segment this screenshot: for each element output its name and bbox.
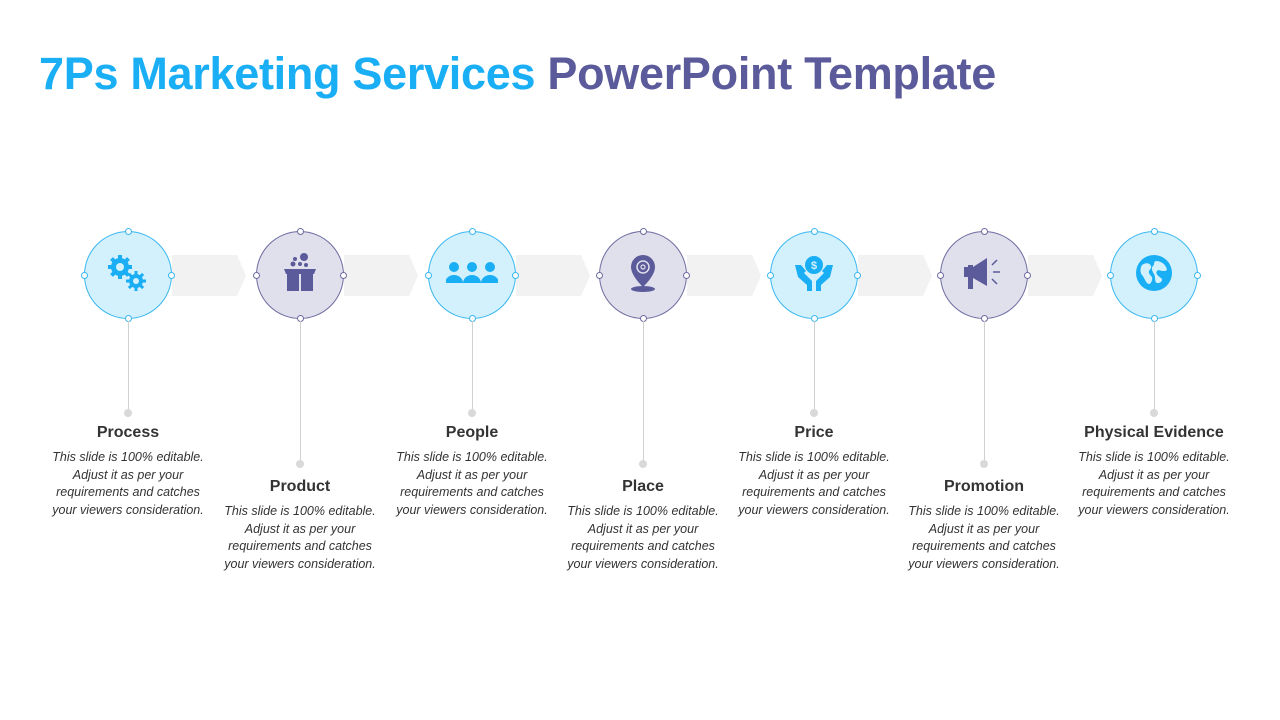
handle (1107, 272, 1114, 279)
location-pin-icon (627, 253, 659, 298)
connector-arrow (1028, 255, 1102, 296)
slide-title: 7Ps Marketing Services PowerPoint Templa… (39, 48, 996, 99)
step-circle-2 (253, 228, 347, 322)
connector-line (643, 321, 644, 464)
connector-dot (124, 409, 132, 417)
step-description: This slide is 100% editable. Adjust it a… (908, 504, 1060, 571)
step-text: Promotion This slide is 100% editable. A… (899, 478, 1069, 573)
handle (981, 228, 988, 235)
handle (767, 272, 774, 279)
step-title: Physical Evidence (1084, 424, 1224, 441)
handle (297, 228, 304, 235)
step-text: Place This slide is 100% editable. Adjus… (558, 478, 728, 573)
step-circle-3 (425, 228, 519, 322)
connector-arrow (516, 255, 590, 296)
globe-icon (1134, 253, 1174, 298)
handle (811, 228, 818, 235)
handle (596, 272, 603, 279)
step-title: People (445, 424, 499, 441)
handle (854, 272, 861, 279)
handle (512, 272, 519, 279)
hands-dollar-icon: $ (792, 253, 836, 298)
step-circle-1 (81, 228, 175, 322)
step-title: Product (269, 478, 331, 495)
connector-arrow (858, 255, 932, 296)
step-circle-7 (1107, 228, 1201, 322)
connector-line (814, 321, 815, 413)
handle (253, 272, 260, 279)
connector-line (300, 321, 301, 464)
handle (340, 272, 347, 279)
people-icon (445, 261, 499, 290)
connector-line (128, 321, 129, 413)
handle (81, 272, 88, 279)
connector-line (1154, 321, 1155, 413)
connector-dot (639, 460, 647, 468)
handle (640, 228, 647, 235)
megaphone-icon (962, 255, 1006, 296)
step-text: Process This slide is 100% editable. Adj… (43, 424, 213, 519)
step-circle-5: $ (767, 228, 861, 322)
handle (683, 272, 690, 279)
handle (469, 228, 476, 235)
step-text: Product This slide is 100% editable. Adj… (215, 478, 385, 573)
handle (1194, 272, 1201, 279)
step-text: Physical Evidence This slide is 100% edi… (1069, 424, 1239, 519)
step-description: This slide is 100% editable. Adjust it a… (567, 504, 719, 571)
step-title: Process (96, 424, 160, 441)
step-description: This slide is 100% editable. Adjust it a… (52, 450, 204, 517)
step-text: Price This slide is 100% editable. Adjus… (729, 424, 899, 519)
handle (1024, 272, 1031, 279)
box-icon (282, 252, 318, 298)
step-circle-4 (596, 228, 690, 322)
connector-line (984, 321, 985, 464)
step-circle-6 (937, 228, 1031, 322)
handle (425, 272, 432, 279)
connector-arrow (172, 255, 246, 296)
step-text: People This slide is 100% editable. Adju… (387, 424, 557, 519)
handle (125, 228, 132, 235)
step-title: Place (622, 478, 664, 495)
handle (937, 272, 944, 279)
step-description: This slide is 100% editable. Adjust it a… (1078, 450, 1230, 517)
connector-arrow (687, 255, 761, 296)
connector-line (472, 321, 473, 413)
connector-dot (980, 460, 988, 468)
step-title: Promotion (944, 478, 1024, 495)
step-title: Price (794, 424, 834, 441)
handle (1151, 228, 1158, 235)
step-description: This slide is 100% editable. Adjust it a… (224, 504, 376, 571)
step-description: This slide is 100% editable. Adjust it a… (396, 450, 548, 517)
connector-dot (1150, 409, 1158, 417)
connector-dot (810, 409, 818, 417)
connector-arrow (344, 255, 418, 296)
connector-dot (296, 460, 304, 468)
svg-text:$: $ (811, 260, 817, 272)
gears-icon (104, 253, 152, 298)
connector-dot (468, 409, 476, 417)
handle (168, 272, 175, 279)
step-description: This slide is 100% editable. Adjust it a… (738, 450, 890, 517)
